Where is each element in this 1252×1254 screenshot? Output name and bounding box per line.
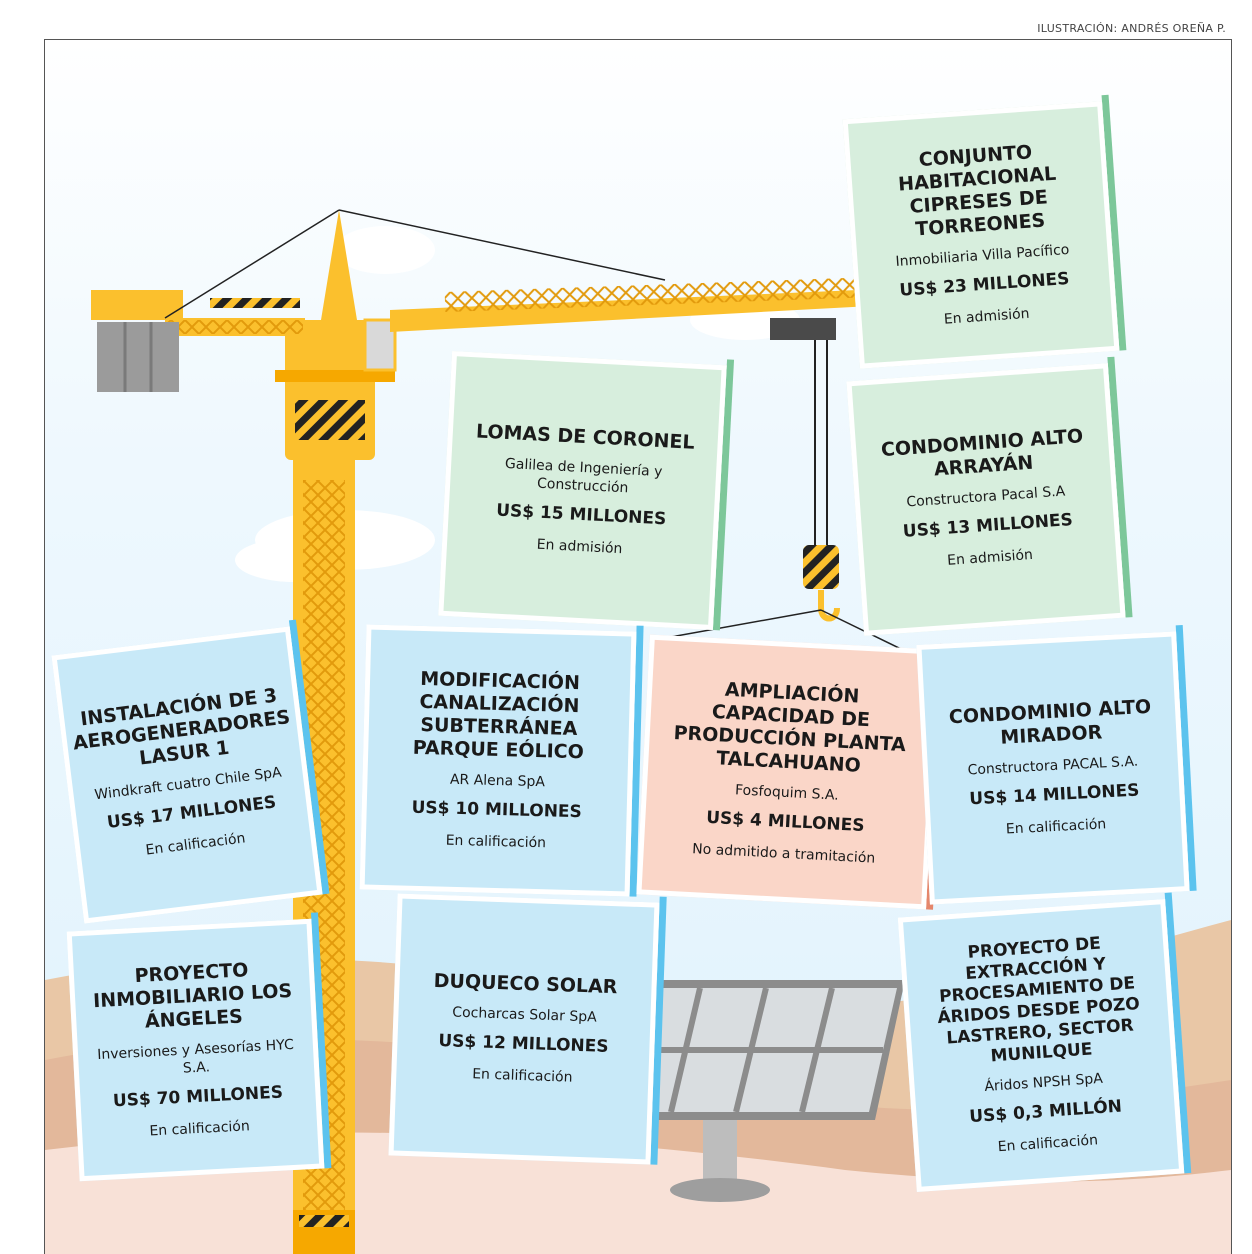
project-card: Ampliación capacidad de producción plant… [636, 634, 947, 910]
project-title: Duqueco Solar [433, 969, 618, 999]
project-company: Áridos NPSH SpA [983, 1070, 1104, 1096]
project-card: Proyecto de extracción y procesamiento d… [897, 892, 1192, 1193]
project-title: Condominio Alto Mirador [948, 695, 1152, 749]
project-status: No admitido a tramitación [691, 840, 876, 867]
solar-panel-icon [590, 980, 905, 1202]
project-amount: US$ 4 MILLONES [705, 807, 866, 836]
project-amount: US$ 70 MILLONES [112, 1082, 284, 1112]
project-amount: US$ 15 MILLONES [495, 500, 667, 529]
project-company: Cocharcas Solar SpA [452, 1004, 597, 1026]
project-status: En admisión [946, 546, 1034, 569]
project-card: Modificación canalización subterránea pa… [359, 624, 644, 897]
project-status: En calificación [445, 832, 547, 852]
project-title: Proyecto inmobiliario Los Ángeles [92, 959, 293, 1033]
infographic-frame: Conjunto habitacional Cipreses de Torreo… [44, 39, 1232, 1254]
project-card: Duqueco Solar Cocharcas Solar SpA US$ 12… [388, 893, 667, 1165]
project-amount: US$ 12 MILLONES [438, 1031, 609, 1057]
project-status: En calificación [144, 830, 247, 859]
project-amount: US$ 0,3 MILLÓN [968, 1096, 1123, 1128]
project-company: AR Alena SpA [449, 771, 546, 791]
project-title: Proyecto de extracción y procesamiento d… [936, 933, 1141, 1067]
project-status: En calificación [149, 1118, 251, 1140]
project-card: Condominio Alto Mirador Constructora PAC… [916, 625, 1197, 905]
project-card: Instalación de 3 aerogeneradores Lasur 1… [51, 619, 330, 924]
project-card: Condominio Alto Arrayán Constructora Pac… [846, 356, 1133, 636]
project-card: Lomas de Coronel Galilea de Ingeniería y… [438, 350, 735, 631]
project-title: Modificación canalización subterránea pa… [412, 667, 585, 764]
project-company: Constructora Pacal S.A [905, 483, 1066, 511]
project-status: En admisión [536, 536, 623, 557]
project-title: Condominio Alto Arrayán [880, 425, 1084, 481]
project-company: Galilea de Ingeniería y Construcción [504, 455, 663, 496]
project-amount: US$ 10 MILLONES [411, 797, 583, 823]
project-status: En admisión [943, 305, 1031, 328]
project-status: En calificación [471, 1066, 573, 1086]
project-card: Proyecto inmobiliario Los Ángeles Invers… [66, 912, 332, 1182]
project-title: Instalación de 3 aerogeneradores Lasur 1 [71, 684, 292, 770]
illustration-credit: ILUSTRACIÓN: ANDRÉS OREÑA P. [1037, 22, 1226, 35]
project-company: Inmobiliaria Villa Pacífico [895, 241, 1070, 270]
project-status: En calificación [997, 1132, 1099, 1156]
project-company: Fosfoquim S.A. [734, 781, 840, 804]
crane-hook-block-icon [803, 545, 839, 589]
project-title: Lomas de Coronel [475, 419, 696, 454]
project-amount: US$ 14 MILLONES [968, 780, 1140, 809]
project-card: Conjunto habitacional Cipreses de Torreo… [842, 94, 1127, 369]
project-company: Constructora PACAL S.A. [967, 753, 1139, 778]
project-title: Ampliación capacidad de producción plant… [673, 678, 907, 777]
project-status: En calificación [1005, 815, 1107, 838]
project-title: Conjunto habitacional Cipreses de Torreo… [897, 140, 1057, 241]
project-company: Inversiones y Asesorías HYC S.A. [96, 1036, 295, 1077]
crane-hook-icon [818, 590, 840, 622]
project-amount: US$ 13 MILLONES [902, 510, 1074, 542]
project-amount: US$ 23 MILLONES [898, 268, 1071, 301]
